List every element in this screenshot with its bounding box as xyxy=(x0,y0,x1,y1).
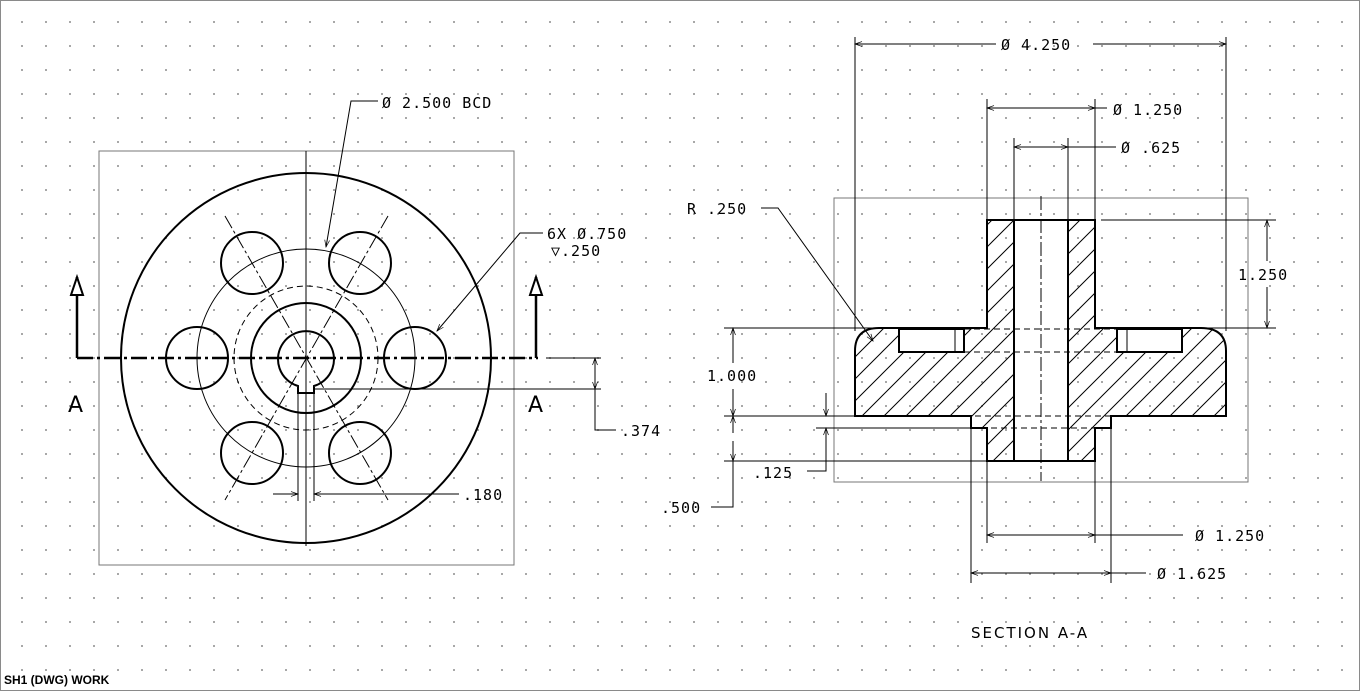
keyway-depth-label: .374 xyxy=(621,422,661,440)
bore-dimension xyxy=(1012,138,1116,220)
section-title: SECTION A-A xyxy=(971,624,1089,642)
bcd-leader xyxy=(324,100,378,249)
flange-thickness-dimension xyxy=(724,326,879,418)
step-dimension xyxy=(807,393,971,472)
cutting-plane-arrow-left xyxy=(69,273,85,358)
holes-label-line2: ▽.250 xyxy=(551,242,601,260)
bore-label: Ø .625 xyxy=(1121,139,1181,157)
boss-od-dimension xyxy=(969,428,1146,583)
holes-label-line1: 6X Ø.750 xyxy=(547,225,627,243)
status-bar: SH1 (DWG) WORK xyxy=(4,673,110,687)
section-view[interactable]: Ø 4.250 Ø 1.250 Ø .625 R .250 xyxy=(661,36,1288,642)
bolt-hole xyxy=(328,421,392,485)
counterbore-right xyxy=(1116,328,1183,353)
keyway-width-label: .180 xyxy=(463,486,503,504)
cutting-plane-arrow-right xyxy=(528,273,544,358)
step-label: .125 xyxy=(753,464,793,482)
keyway-width-dimension xyxy=(273,393,459,501)
bolt-hole xyxy=(220,231,284,295)
bcd-label: Ø 2.500 BCD xyxy=(382,94,492,112)
bottom-hub-od-dimension xyxy=(985,461,1183,543)
front-view[interactable]: A A Ø 2.500 BCD 6X Ø.750 ▽.250 .374 xyxy=(68,94,661,566)
bottom-hub-dimension xyxy=(711,414,987,508)
hub-od-dimension xyxy=(985,99,1107,220)
bolt-hole xyxy=(220,421,284,485)
section-label-right: A xyxy=(528,393,543,418)
flange-thickness-label: 1.000 xyxy=(707,367,757,385)
fillet-leader xyxy=(761,207,874,342)
bore-with-keyway xyxy=(277,330,335,394)
boss-od-label: Ø 1.625 xyxy=(1157,565,1227,583)
keyway-depth-dimension xyxy=(314,356,616,431)
counterbore-left xyxy=(898,328,965,353)
holes-leader xyxy=(436,232,543,332)
bottom-hub-label: .500 xyxy=(661,499,701,517)
section-label-left: A xyxy=(68,393,83,418)
fillet-label: R .250 xyxy=(687,200,747,218)
bottom-hub-od-label: Ø 1.250 xyxy=(1195,527,1265,545)
bolt-hole xyxy=(328,231,392,295)
od-dimension xyxy=(853,37,1228,331)
od-label: Ø 4.250 xyxy=(1001,36,1071,54)
hub-height-dimension xyxy=(1101,218,1276,330)
hub-height-label: 1.250 xyxy=(1238,266,1288,284)
hub-od-label: Ø 1.250 xyxy=(1113,101,1183,119)
